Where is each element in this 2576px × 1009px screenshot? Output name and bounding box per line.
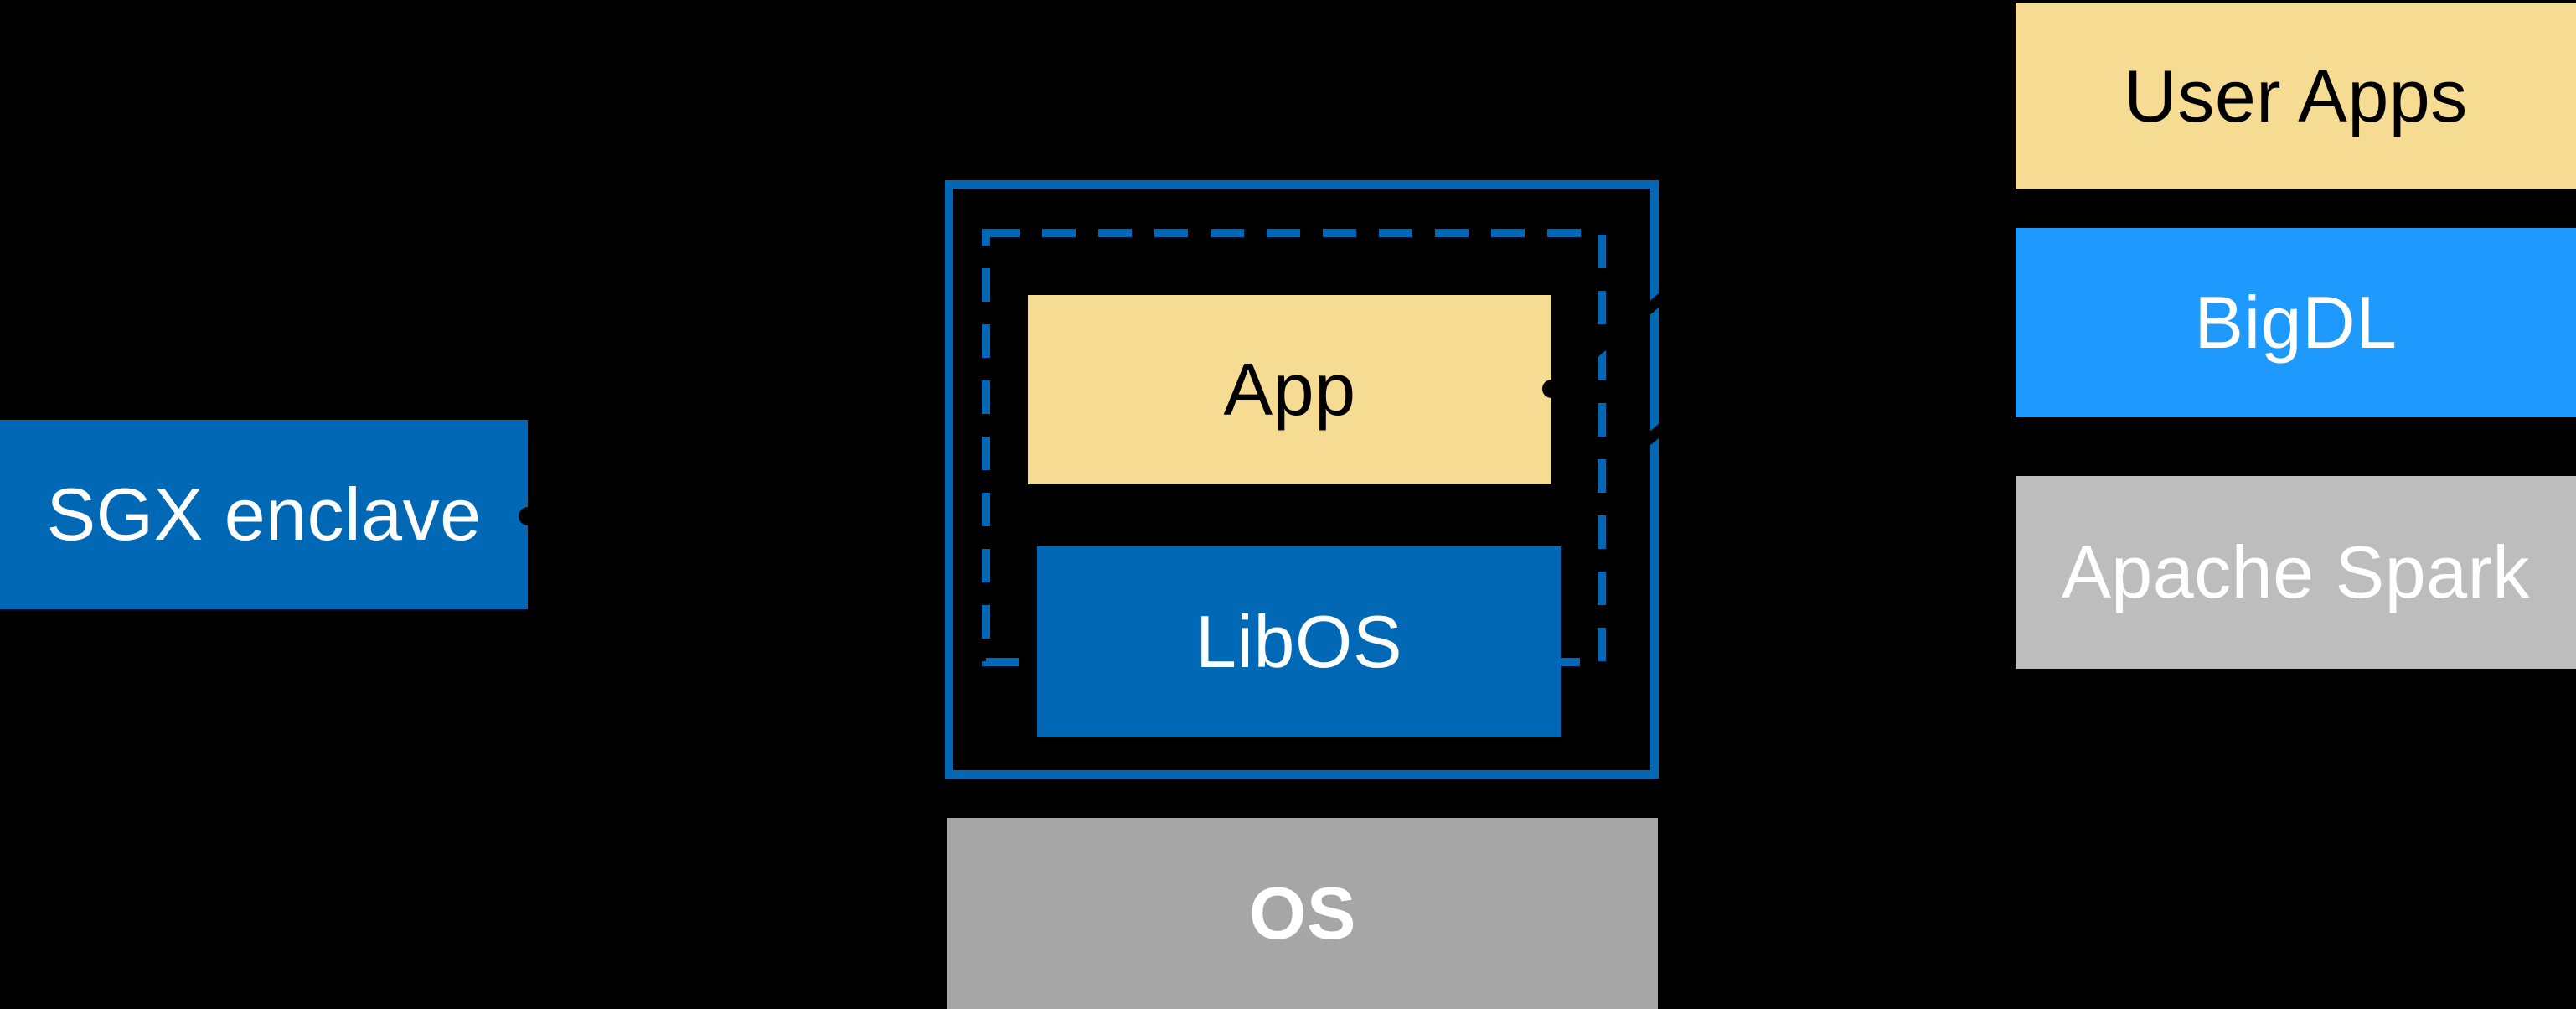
os-label: OS <box>1248 872 1357 955</box>
sgx-enclave-box: SGX enclave <box>0 420 528 609</box>
apache-spark-box: Apache Spark <box>2016 476 2576 669</box>
bigdl-label: BigDL <box>2194 281 2398 364</box>
user-apps-label: User Apps <box>2124 54 2468 137</box>
libos-box: LibOS <box>1037 546 1561 737</box>
host-process-border <box>945 180 1659 779</box>
os-box: OS <box>947 818 1658 1009</box>
sgx-enclave-label: SGX enclave <box>46 473 482 556</box>
libos-label: LibOS <box>1195 600 1403 683</box>
apache-spark-label: Apache Spark <box>2062 530 2530 613</box>
user-apps-box: User Apps <box>2016 3 2576 189</box>
app-label: App <box>1223 348 1356 431</box>
arrowhead-dot-on-app-box <box>1542 380 1561 398</box>
bigdl-box: BigDL <box>2016 228 2576 417</box>
arrowhead-dot-on-sgx-box <box>519 507 537 525</box>
app-box: App <box>1028 295 1551 484</box>
